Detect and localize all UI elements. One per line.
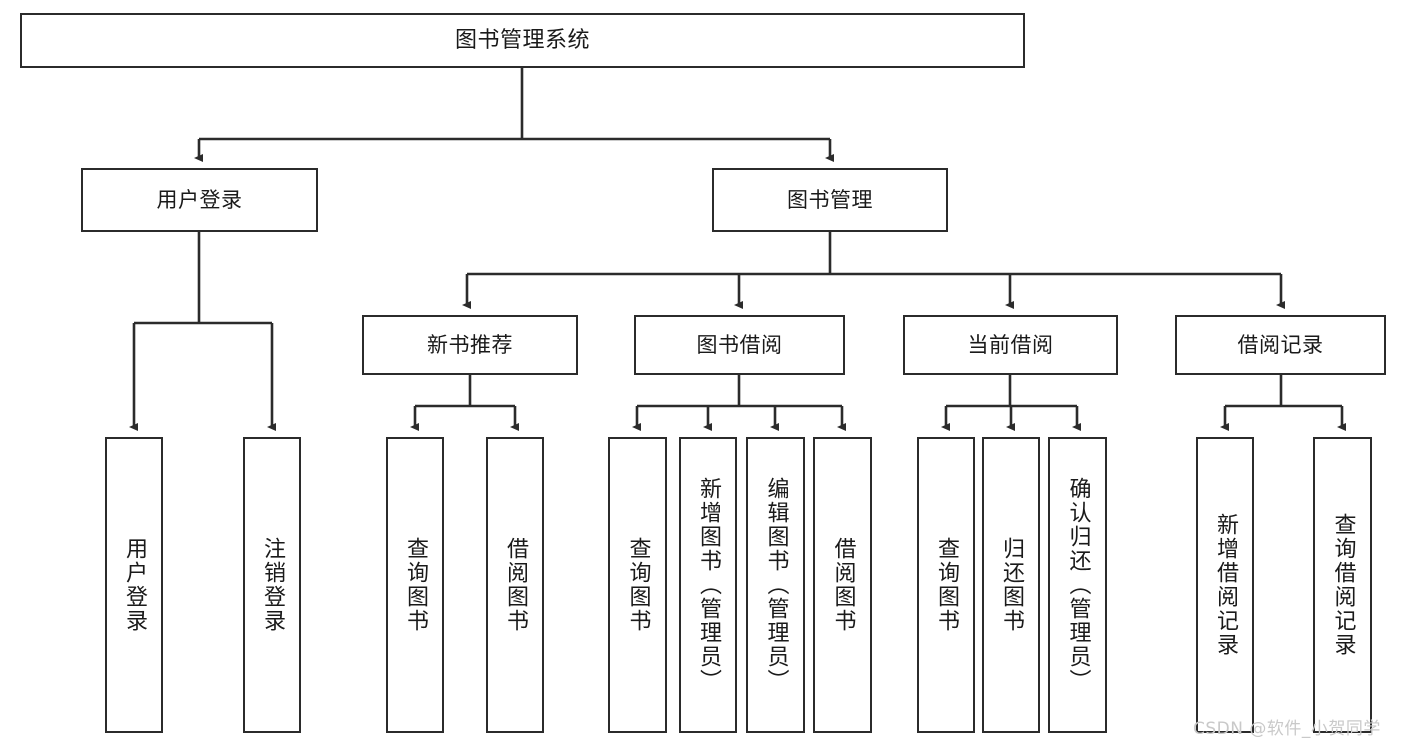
node-leaf-borrow-book-1[interactable]: 借阅图书 — [486, 437, 544, 733]
node-book-manage-label: 图书管理 — [787, 187, 873, 212]
node-leaf-add-book-label: 新增图书（管理员） — [696, 477, 721, 693]
node-borrow-record-label: 借阅记录 — [1237, 332, 1324, 357]
node-user-login-label: 用户登录 — [156, 187, 243, 212]
node-leaf-query-borrow-record[interactable]: 查询借阅记录 — [1313, 437, 1372, 733]
node-leaf-add-book[interactable]: 新增图书（管理员） — [679, 437, 737, 733]
node-current-borrow-label: 当前借阅 — [967, 332, 1054, 357]
node-leaf-query-book-2[interactable]: 查询图书 — [608, 437, 667, 733]
node-book-borrow-label: 图书借阅 — [696, 332, 783, 357]
node-user-login[interactable]: 用户登录 — [81, 168, 318, 232]
node-leaf-borrow-book-2[interactable]: 借阅图书 — [813, 437, 872, 733]
node-leaf-confirm-return-label: 确认归还（管理员） — [1065, 477, 1091, 693]
node-new-book-recommend-label: 新书推荐 — [427, 332, 513, 357]
node-leaf-logout[interactable]: 注销登录 — [243, 437, 301, 733]
node-borrow-record[interactable]: 借阅记录 — [1175, 315, 1386, 375]
node-leaf-logout-label: 注销登录 — [260, 537, 285, 633]
node-new-book-recommend[interactable]: 新书推荐 — [362, 315, 578, 375]
node-leaf-query-borrow-record-label: 查询借阅记录 — [1330, 513, 1356, 657]
node-current-borrow[interactable]: 当前借阅 — [903, 315, 1118, 375]
node-leaf-query-book-3[interactable]: 查询图书 — [917, 437, 975, 733]
node-leaf-user-login-label: 用户登录 — [122, 537, 147, 633]
node-leaf-query-book-1-label: 查询图书 — [403, 537, 428, 633]
node-leaf-edit-book[interactable]: 编辑图书（管理员） — [746, 437, 805, 733]
node-leaf-return-book[interactable]: 归还图书 — [982, 437, 1040, 733]
node-leaf-confirm-return[interactable]: 确认归还（管理员） — [1048, 437, 1107, 733]
node-leaf-borrow-book-2-label: 借阅图书 — [830, 537, 856, 633]
node-book-borrow[interactable]: 图书借阅 — [634, 315, 845, 375]
node-leaf-add-borrow-record-label: 新增借阅记录 — [1213, 513, 1238, 657]
node-leaf-user-login[interactable]: 用户登录 — [105, 437, 163, 733]
node-leaf-query-book-2-label: 查询图书 — [625, 537, 651, 633]
node-leaf-edit-book-label: 编辑图书（管理员） — [763, 477, 789, 693]
node-root[interactable]: 图书管理系统 — [20, 13, 1025, 68]
node-book-manage[interactable]: 图书管理 — [712, 168, 948, 232]
node-leaf-borrow-book-1-label: 借阅图书 — [503, 537, 528, 633]
watermark: CSDN @软件_小贺同学 — [1193, 719, 1381, 739]
node-leaf-query-book-1[interactable]: 查询图书 — [386, 437, 444, 733]
node-leaf-return-book-label: 归还图书 — [999, 537, 1024, 633]
node-leaf-query-book-3-label: 查询图书 — [934, 537, 959, 633]
node-root-label: 图书管理系统 — [454, 27, 590, 53]
node-leaf-add-borrow-record[interactable]: 新增借阅记录 — [1196, 437, 1254, 733]
